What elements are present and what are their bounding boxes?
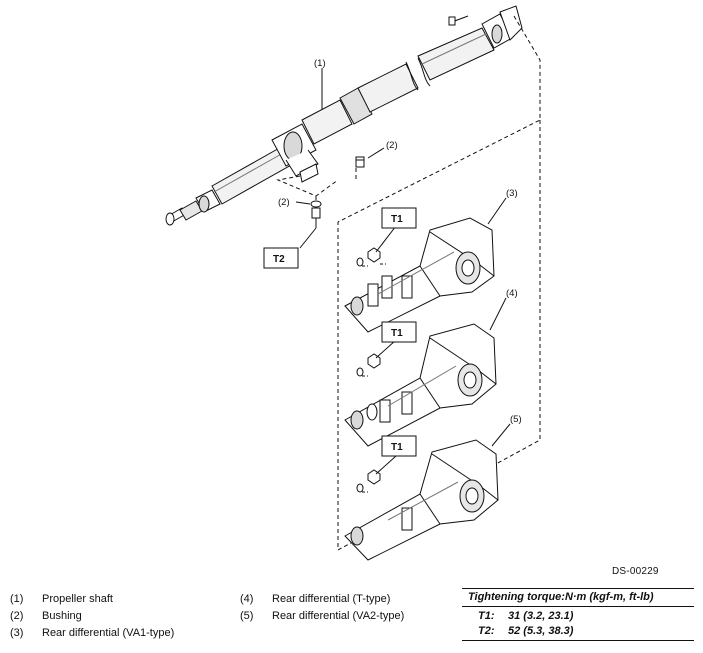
torque-value: 52 (5.3, 38.3) <box>508 625 574 637</box>
legend-item: (2) Bushing <box>10 608 174 625</box>
torque-box-t1-top: T1 <box>391 214 403 225</box>
torque-row: T2: 52 (5.3, 38.3) <box>462 622 694 637</box>
torque-box-t1-mid: T1 <box>391 328 403 339</box>
legend-label: Bushing <box>42 610 82 622</box>
callout-4: (4) <box>506 288 518 299</box>
torque-title: Tightening torque:N·m (kgf-m, ft-lb) <box>462 588 694 607</box>
callout-2-upper: (2) <box>386 140 398 151</box>
legend-num: (1) <box>10 593 24 605</box>
torque-value: 31 (3.2, 23.1) <box>508 610 574 622</box>
callout-2-lower: (2) <box>278 197 290 208</box>
legend-item: (1) Propeller shaft <box>10 591 174 608</box>
exploded-diagram: (1) (2) (2) (3) (4) (5) T1 T1 T1 T2 <box>165 5 541 561</box>
callout-5: (5) <box>510 414 522 425</box>
torque-table: Tightening torque:N·m (kgf-m, ft-lb) T1:… <box>462 588 694 641</box>
legend-num: (5) <box>240 610 254 622</box>
callout-3: (3) <box>506 188 518 199</box>
torque-key: T2: <box>478 625 495 637</box>
rear-differential-t <box>344 323 497 447</box>
legend-item: (4) Rear differential (T-type) <box>240 591 404 608</box>
legend-middle: (4) Rear differential (T-type) (5) Rear … <box>240 591 404 625</box>
legend-left: (1) Propeller shaft (2) Bushing (3) Rear… <box>10 591 174 642</box>
legend-num: (3) <box>10 627 24 639</box>
legend-item: (5) Rear differential (VA2-type) <box>240 608 404 625</box>
torque-box-t2: T2 <box>273 254 285 265</box>
rear-differential-va1 <box>344 217 495 333</box>
torque-key: T1: <box>478 610 495 622</box>
legend-label: Propeller shaft <box>42 593 113 605</box>
rear-differential-va2 <box>344 439 499 561</box>
legend-num: (2) <box>10 610 24 622</box>
propeller-shaft <box>165 5 523 226</box>
torque-bottom-rule <box>462 640 694 641</box>
legend-label: Rear differential (VA2-type) <box>272 610 405 622</box>
torque-box-t1-bot: T1 <box>391 442 403 453</box>
figure-code: DS-00229 <box>612 566 659 577</box>
callout-1: (1) <box>314 58 326 69</box>
torque-row: T1: 31 (3.2, 23.1) <box>462 607 694 622</box>
legend-num: (4) <box>240 593 254 605</box>
legend-item: (3) Rear differential (VA1-type) <box>10 625 174 642</box>
bushing-upper <box>355 156 365 168</box>
legend-label: Rear differential (VA1-type) <box>42 627 175 639</box>
bushing-lower <box>310 200 322 228</box>
legend-label: Rear differential (T-type) <box>272 593 391 605</box>
